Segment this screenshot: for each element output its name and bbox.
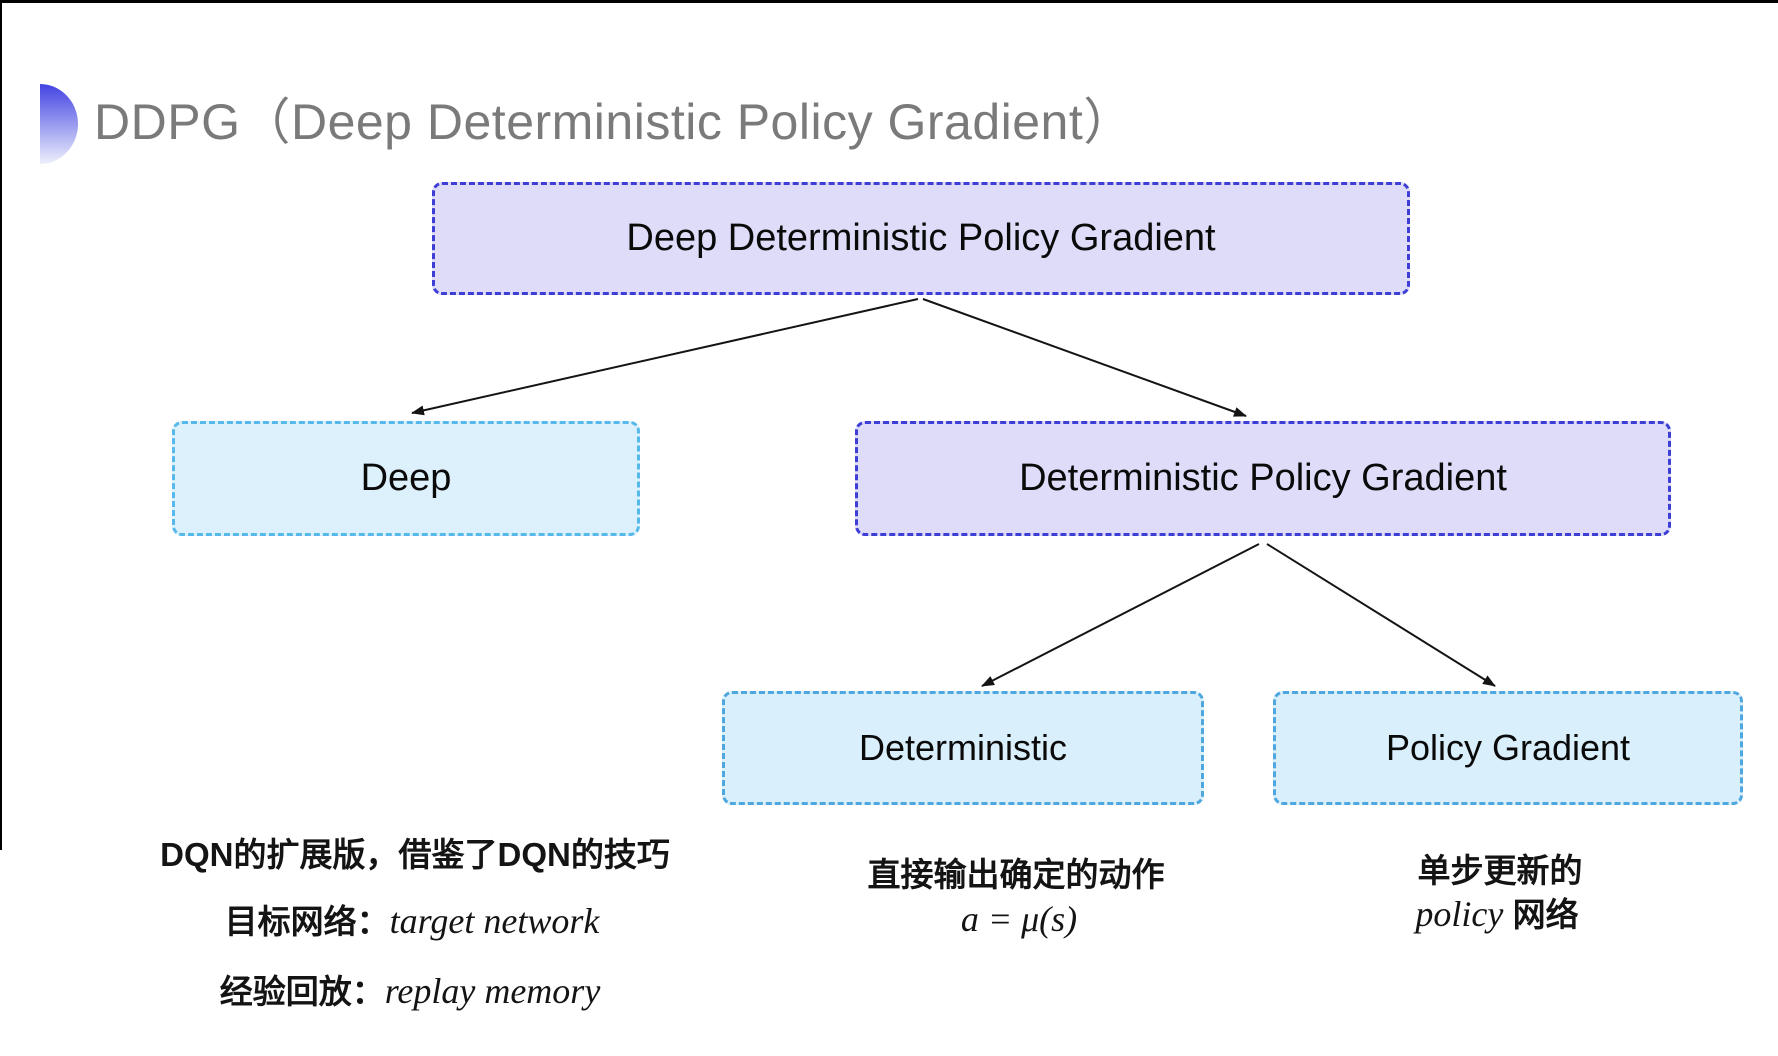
node-policy-gradient: Policy Gradient [1273, 691, 1743, 805]
note-policy-gradient-term: policy [1415, 894, 1504, 934]
node-deep: Deep [172, 421, 640, 536]
note-dqn-line2-term: target network [389, 901, 600, 941]
node-deterministic: Deterministic [722, 691, 1204, 805]
note-dqn-line3-label: 经验回放： [219, 973, 385, 1010]
arrow-dpg-to-deterministic [981, 543, 1260, 687]
slide-title: DDPG（Deep Deterministic Policy Gradient） [94, 94, 1134, 150]
arrow-root-to-dpg [922, 298, 1247, 417]
note-dqn-line3-term: replay memory [384, 971, 601, 1011]
node-label: Deep [360, 457, 452, 499]
note-policy-gradient-line2: policy 网络 [1415, 894, 1578, 935]
node-deterministic-policy-gradient: Deterministic Policy Gradient [855, 421, 1671, 536]
node-label: Policy Gradient [1385, 727, 1631, 768]
note-dqn-line2: 目标网络：target network [225, 901, 600, 942]
arrow-dpg-to-policy-gradient [1266, 543, 1496, 687]
top-edge-line [0, 0, 1778, 3]
note-dqn-line1: DQN的扩展版，借鉴了DQN的技巧 [160, 836, 670, 873]
node-label: Deterministic Policy Gradient [1019, 457, 1507, 499]
note-dqn-line3: 经验回放：replay memory [220, 971, 601, 1012]
node-label: Deep Deterministic Policy Gradient [626, 217, 1216, 259]
note-deterministic-line1: 直接输出确定的动作 [867, 856, 1165, 893]
arrow-root-to-deep [411, 298, 919, 416]
note-deterministic-formula: a = μ(s) [960, 899, 1078, 939]
node-deep-deterministic-policy-gradient: Deep Deterministic Policy Gradient [432, 182, 1410, 295]
note-policy-gradient-suffix: 网络 [1503, 896, 1579, 933]
note-dqn-line2-label: 目标网络： [224, 903, 390, 940]
title-bullet-icon [40, 84, 78, 164]
node-label: Deterministic [858, 727, 1068, 768]
note-policy-gradient-line1: 单步更新的 [1417, 852, 1583, 889]
left-edge-line [0, 0, 2, 850]
